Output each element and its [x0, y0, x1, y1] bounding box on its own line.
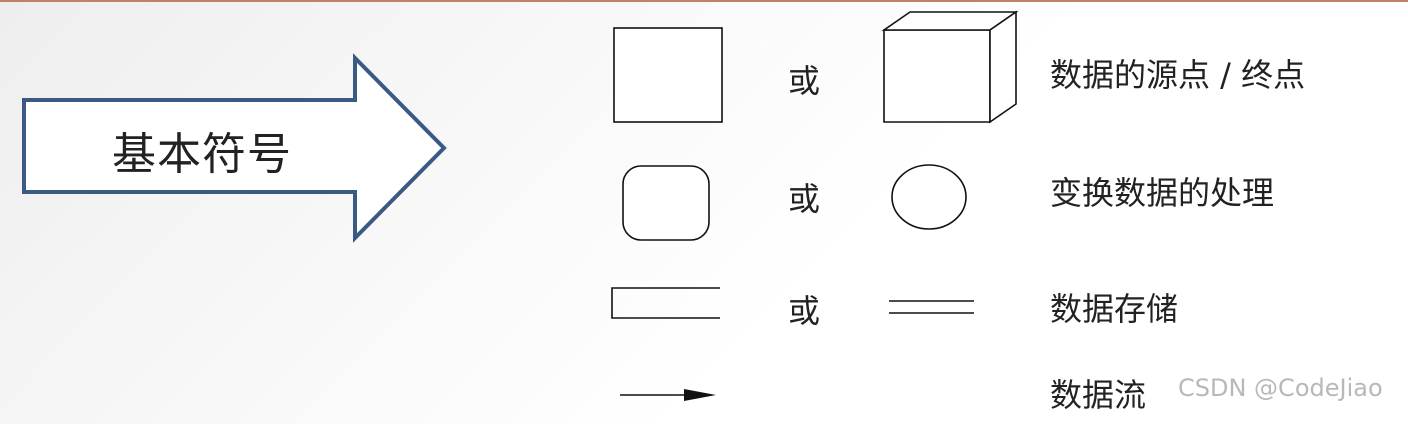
description-source-sink: 数据的源点 / 终点: [1050, 56, 1306, 94]
or-label-row-2: 或: [788, 180, 821, 218]
or-label-row-3: 或: [788, 292, 821, 330]
description-process: 变换数据的处理: [1050, 174, 1275, 212]
data-flow-arrow: [620, 389, 716, 401]
description-data-store: 数据存储: [1050, 290, 1179, 328]
data-store-double-line: [889, 300, 974, 314]
process-circle: [891, 164, 967, 230]
top-divider: [0, 0, 1408, 2]
basic-symbols-label: 基本符号: [112, 129, 292, 180]
source-sink-rectangle: [613, 27, 723, 123]
or-label-row-1: 或: [788, 62, 821, 100]
watermark-text: CSDN @CodeJiao: [1178, 374, 1383, 402]
basic-symbols-arrow: [22, 53, 447, 243]
source-sink-3d-box: [881, 10, 1019, 124]
description-data-flow: 数据流: [1050, 376, 1147, 414]
data-store-open-rectangle: [611, 287, 720, 319]
process-rounded-rectangle: [622, 165, 710, 241]
